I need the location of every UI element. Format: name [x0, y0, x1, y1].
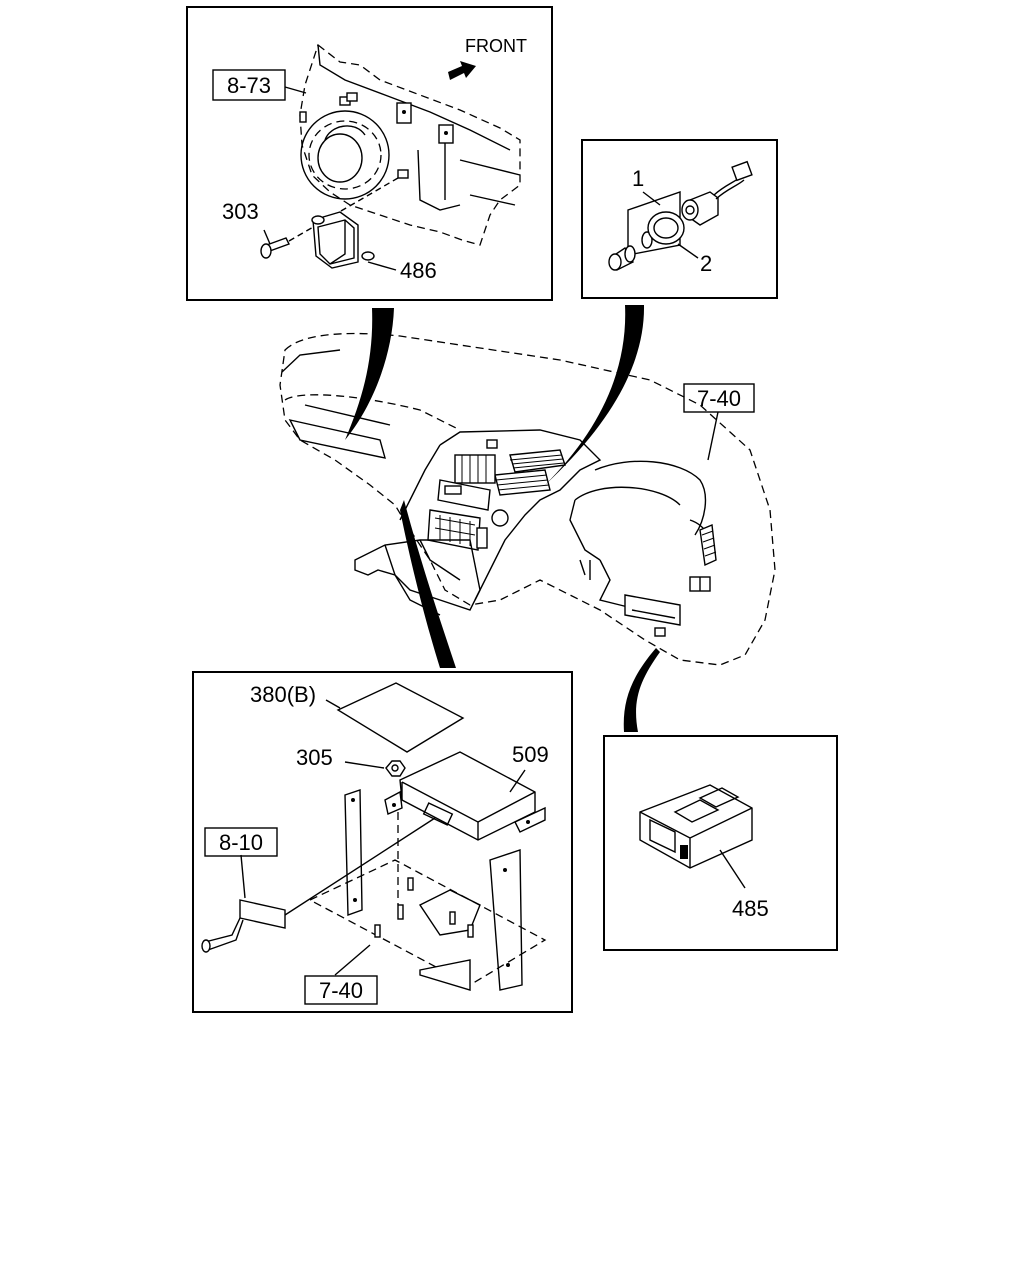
callout-tail-box3: [400, 500, 456, 668]
ref-box-8-73: [212, 69, 286, 101]
detail-box-dash-speaker: [186, 6, 553, 301]
detail-box-audio-amplifier: [192, 671, 573, 1013]
callout-tail-box4: [623, 648, 660, 732]
ref-box-8-10: [204, 827, 278, 857]
ref-label-8-73: 8-73: [227, 73, 271, 98]
part-label-486: 486: [400, 258, 437, 283]
part-label-2: 2: [700, 251, 712, 276]
ref-box-7-40-bracket: [304, 975, 378, 1005]
part-label-380b: 380(B): [250, 682, 316, 707]
callout-tail-box1: [345, 308, 394, 440]
center-vent-grille: [494, 449, 566, 496]
part-label-1: 1: [632, 166, 644, 191]
part-label-303: 303: [222, 199, 259, 224]
detail-box-control-unit: [603, 735, 838, 951]
amplifier-module: [384, 751, 546, 841]
ref-label-7-40-main: 7-40: [697, 386, 741, 411]
front-label: FRONT: [465, 36, 527, 56]
control-unit-485: [639, 784, 753, 869]
ref-label-7-40-bracket: 7-40: [319, 978, 363, 1003]
ref-label-8-10: 8-10: [219, 830, 263, 855]
front-arrow-icon: [448, 61, 476, 80]
part-label-509: 509: [512, 742, 549, 767]
detail-box-switch: [581, 139, 778, 299]
part-label-305: 305: [296, 745, 333, 770]
dashboard-instrument-panel: [279, 332, 776, 666]
part-label-485: 485: [732, 896, 769, 921]
callout-tail-box2: [545, 305, 645, 485]
ref-box-7-40-main: [683, 383, 755, 413]
